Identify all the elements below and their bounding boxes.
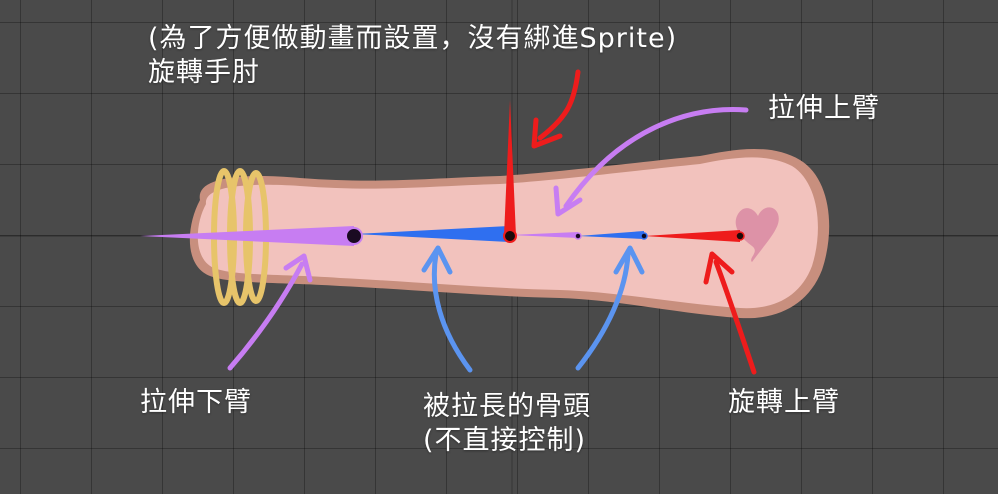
lower-arm-stretch-bone — [140, 226, 354, 246]
label-upper-arm-stretch: 拉伸上臂 — [768, 93, 880, 124]
joint-elbow — [503, 229, 517, 243]
upper-arm-rotate-bone — [644, 230, 740, 242]
joint-upper-stretch — [574, 232, 582, 240]
heart-mark — [735, 207, 779, 262]
annotation-arrows — [227, 69, 757, 375]
upper-arm-stretch-bone — [510, 232, 578, 238]
arrow-upper-rotate — [713, 259, 757, 375]
arrow-stretched-1-head — [421, 245, 453, 275]
label-stretched-title: 被拉長的骨頭 — [423, 391, 591, 422]
label-stretched-bones: 被拉長的骨頭 (不直接控制) — [423, 390, 591, 458]
arrow-elbow-head — [531, 117, 563, 149]
label-elbow-note: (為了方便做動畫而設置，沒有綁進Sprite) — [148, 23, 678, 54]
joint-lower — [345, 227, 363, 245]
label-elbow-title: 旋轉手肘 — [148, 57, 260, 88]
arrow-upper-rotate-head — [703, 251, 735, 285]
label-upper-arm-rotate: 旋轉上臂 — [728, 387, 840, 418]
arrow-upper-stretch-head — [553, 185, 583, 217]
arrow-lower-stretch — [227, 261, 305, 371]
arrow-upper-stretch — [563, 107, 749, 209]
stretched-bone-1 — [354, 226, 510, 242]
arrow-stretched-1 — [431, 251, 473, 373]
joint-blue — [640, 232, 648, 240]
label-stretched-note: (不直接控制) — [423, 425, 587, 456]
bones — [140, 100, 745, 246]
arrow-elbow — [537, 69, 581, 141]
joint-upper-rotate — [735, 231, 745, 241]
stretched-bone-2 — [578, 231, 644, 239]
elbow-rotate-bone — [504, 100, 516, 236]
arrow-stretched-2 — [575, 251, 631, 371]
label-lower-arm-stretch: 拉伸下臂 — [140, 387, 252, 418]
arrow-stretched-2-head — [613, 245, 645, 275]
arrow-lower-stretch-head — [283, 253, 313, 283]
label-elbow-rotate: (為了方便做動畫而設置，沒有綁進Sprite) 旋轉手肘 — [148, 22, 677, 90]
